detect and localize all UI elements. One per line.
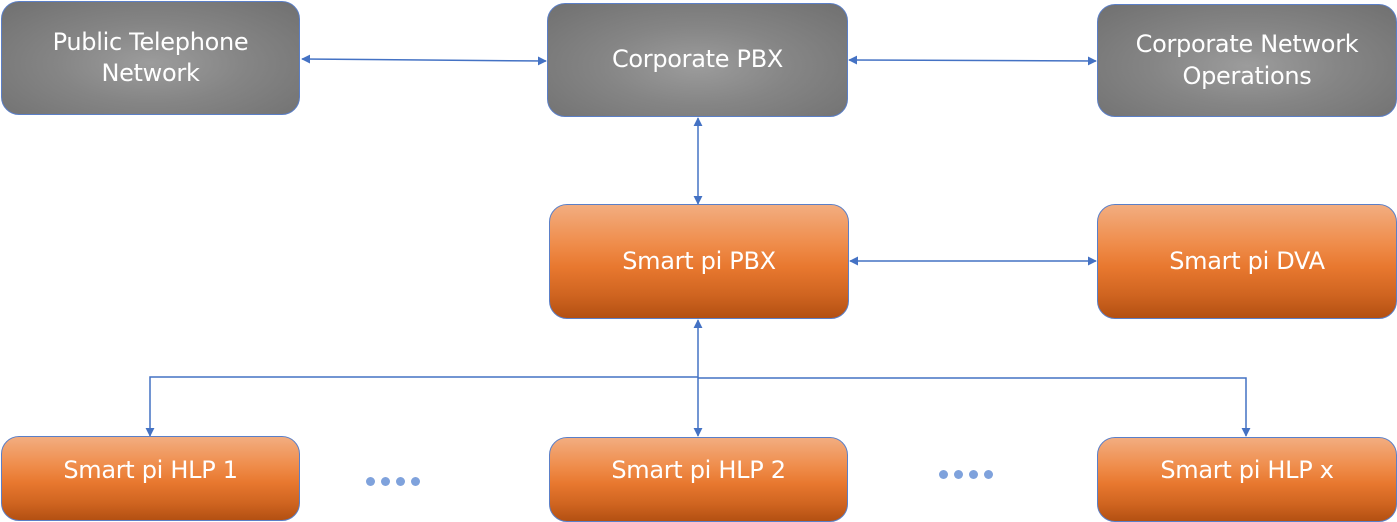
edge-ptn-corporate-pbx [301,54,547,66]
node-label: Smart pi DVA [1169,246,1325,275]
ellipsis-dot [969,470,978,479]
node-label: Public Telephone Network [52,27,249,87]
ellipsis-dot [954,470,963,479]
ellipsis-dot [381,477,390,486]
node-public-telephone-network[interactable]: Public Telephone Network [1,1,300,115]
node-smart-pi-pbx[interactable]: Smart pi PBX [549,204,849,319]
node-label: Smart pi PBX [622,246,776,275]
node-label: Smart pi HLP 1 [63,456,238,484]
node-smart-pi-dva[interactable]: Smart pi DVA [1097,204,1397,319]
node-label: Smart pi HLP 2 [611,456,786,484]
ellipsis-dot [396,477,405,486]
edge-corporate-pbx-network-ops [848,55,1097,66]
ellipsis-dot [984,470,993,479]
ellipsis-dot [366,477,375,486]
ellipsis-dots-right [939,470,993,479]
node-smart-pi-hlp-x[interactable]: Smart pi HLP x [1097,437,1397,522]
ellipsis-dots-left [366,477,420,486]
node-smart-pi-hlp-2[interactable]: Smart pi HLP 2 [549,437,848,522]
ellipsis-dot [939,470,948,479]
edge-bus-hlp-1 [145,376,698,437]
edge-bus-hlp-x [698,377,1251,437]
node-smart-pi-hlp-1[interactable]: Smart pi HLP 1 [1,436,300,521]
node-label: Smart pi HLP x [1160,456,1334,484]
node-label: Corporate PBX [611,45,784,74]
ellipsis-dot [411,477,420,486]
node-corporate-network-operations[interactable]: Corporate Network Operations [1097,4,1397,117]
node-corporate-pbx[interactable]: Corporate PBX [547,3,848,117]
node-label: Corporate Network Operations [1135,30,1359,90]
